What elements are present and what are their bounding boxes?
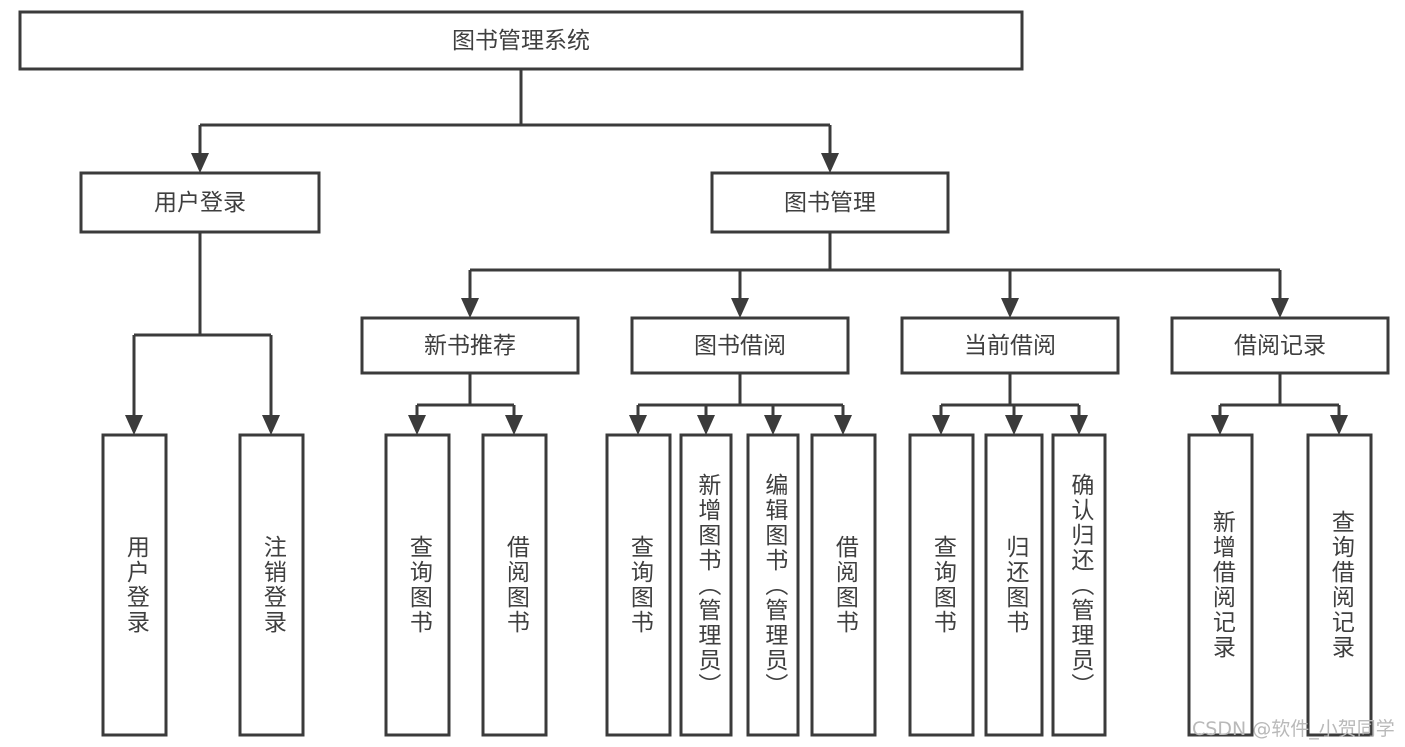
watermark: CSDN @软件_小贺同学 [1192, 718, 1395, 740]
node-new-book-rec-box[interactable] [360, 316, 580, 375]
arrow-head-icon [697, 415, 715, 435]
node-leaf-query-book-3-box[interactable] [908, 433, 975, 737]
node-leaf-borrow-book-1-box[interactable] [481, 433, 548, 737]
node-leaf-user-login-box[interactable] [101, 433, 168, 737]
arrow-head-icon [505, 415, 523, 435]
arrow-head-icon [1001, 298, 1019, 318]
arrow-head-icon [764, 415, 782, 435]
node-leaf-logout-box[interactable] [238, 433, 305, 737]
connector-layer [125, 69, 1348, 435]
root-node-label: 图书管理系统 [452, 28, 590, 54]
node-leaf-query-book-1-box[interactable] [384, 433, 451, 737]
node-leaf-edit-book-box[interactable] [746, 433, 800, 737]
arrow-head-icon [262, 415, 280, 435]
arrow-head-icon [1271, 298, 1289, 318]
arrow-head-icon [1330, 415, 1348, 435]
arrow-head-icon [731, 298, 749, 318]
node-new-book-rec-label: 新书推荐 [424, 333, 516, 359]
node-leaf-borrow-book-2-box[interactable] [810, 433, 877, 737]
node-leaf-query-record-box[interactable] [1306, 433, 1373, 737]
arrow-head-icon [821, 153, 839, 173]
arrow-head-icon [629, 415, 647, 435]
node-book-borrow-box[interactable] [630, 316, 850, 375]
node-current-borrow-box[interactable] [900, 316, 1120, 375]
root-node-box [18, 10, 1024, 71]
node-user-login-box[interactable] [79, 171, 321, 234]
node-user-login-label: 用户登录 [154, 190, 246, 216]
node-box-layer [18, 10, 1390, 737]
node-book-manage-box[interactable] [710, 171, 950, 234]
node-leaf-confirm-return-box[interactable] [1051, 433, 1107, 737]
node-borrow-record-box[interactable] [1170, 316, 1390, 375]
arrow-head-icon [1005, 415, 1023, 435]
node-leaf-add-book-box[interactable] [679, 433, 733, 737]
arrow-head-icon [191, 153, 209, 173]
node-current-borrow-label: 当前借阅 [964, 333, 1056, 359]
arrow-head-icon [125, 415, 143, 435]
node-book-manage-label: 图书管理 [784, 190, 876, 216]
node-leaf-add-record-box[interactable] [1187, 433, 1254, 737]
node-leaf-return-book-box[interactable] [984, 433, 1044, 737]
node-leaf-query-book-2-box[interactable] [605, 433, 672, 737]
arrow-head-icon [461, 298, 479, 318]
arrow-head-icon [1211, 415, 1229, 435]
node-borrow-record-label: 借阅记录 [1234, 333, 1326, 359]
arrow-head-icon [1070, 415, 1088, 435]
arrow-head-icon [408, 415, 426, 435]
arrow-head-icon [932, 415, 950, 435]
arrow-head-icon [834, 415, 852, 435]
node-book-borrow-label: 图书借阅 [694, 333, 786, 359]
